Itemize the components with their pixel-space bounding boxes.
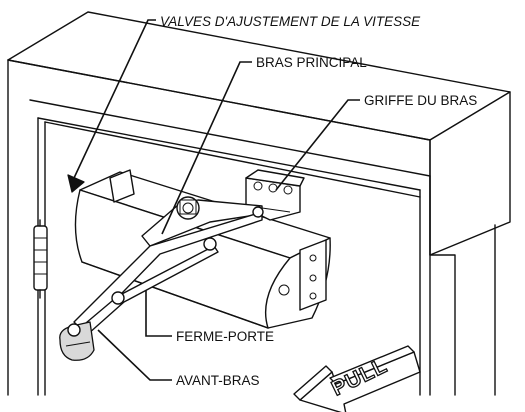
- door-frame: [7, 11, 511, 396]
- pull-sign: PULL: [293, 345, 421, 412]
- label-door-closer: FERME-PORTE: [176, 329, 274, 344]
- hinge: [33, 219, 48, 299]
- leader-arrowhead: [67, 174, 85, 193]
- label-arm-bracket: GRIFFE DU BRAS: [364, 93, 477, 108]
- leader-lines: [67, 19, 360, 381]
- forearm-shoe: [59, 321, 95, 361]
- label-main-arm: BRAS PRINCIPAL: [256, 55, 367, 70]
- label-forearm: AVANT-BRAS: [176, 373, 260, 388]
- label-speed-valves: VALVES D'AJUSTEMENT DE LA VITESSE: [160, 14, 421, 29]
